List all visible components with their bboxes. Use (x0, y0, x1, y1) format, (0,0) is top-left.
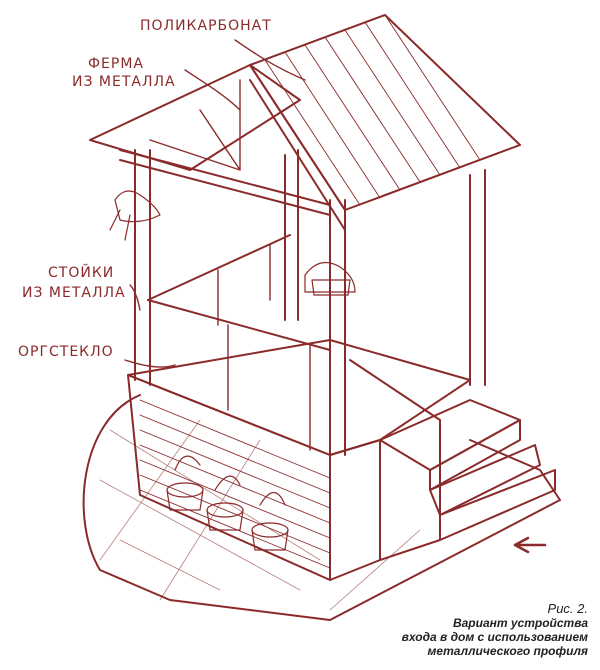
leader-lines (124, 39, 306, 368)
plant-hanging-left (109, 190, 161, 241)
railing-left (147, 234, 291, 301)
label-acrylic: ОРГСТЕКЛО (18, 344, 114, 360)
post-front-right (329, 199, 346, 456)
ground-slab (82, 394, 561, 621)
foundation-side (329, 439, 381, 581)
acrylic-panel-left (217, 244, 271, 326)
plant-box-right (304, 261, 356, 296)
caption-line-3: металлического профиля (427, 644, 588, 658)
paving-lines (99, 419, 421, 611)
plant-pots-ground (166, 455, 289, 551)
acrylic-panel-front (149, 304, 311, 451)
leader-truss (184, 69, 241, 111)
label-truss-line2: ИЗ МЕТАЛЛА (72, 74, 176, 90)
leader-posts (129, 284, 141, 311)
truss-diagonals (149, 79, 241, 171)
leader-polycarbonate (234, 39, 306, 81)
truss-beam (119, 149, 331, 216)
caption-line-2: входа в дом с использованием (401, 630, 588, 644)
handrail-steps (349, 359, 441, 521)
foundation-front (127, 374, 331, 581)
post-front-left (134, 149, 151, 386)
railing-front (147, 299, 331, 456)
label-truss-line1: ФЕРМА (88, 56, 144, 72)
roof-gable (249, 64, 346, 231)
caption-figure-number: Рис. 2. (547, 601, 588, 616)
post-back-left (284, 149, 299, 321)
figure-caption: Рис. 2. Вариант устройства входа в дом с… (401, 601, 588, 659)
roof-ribs (264, 14, 481, 206)
label-posts-line1: СТОЙКИ (48, 265, 115, 281)
entry-arrow (513, 536, 547, 554)
steps (379, 399, 556, 561)
polycarbonate-roof (249, 14, 521, 211)
post-back-right (469, 169, 486, 386)
label-posts-line2: ИЗ МЕТАЛЛА (22, 285, 126, 301)
foundation-siding (139, 399, 331, 569)
caption-line-1: Вариант устройства (452, 616, 588, 630)
label-polycarbonate: ПОЛИКАРБОНАТ (140, 18, 272, 34)
porch-floor (127, 339, 471, 456)
leader-acrylic (124, 359, 176, 368)
